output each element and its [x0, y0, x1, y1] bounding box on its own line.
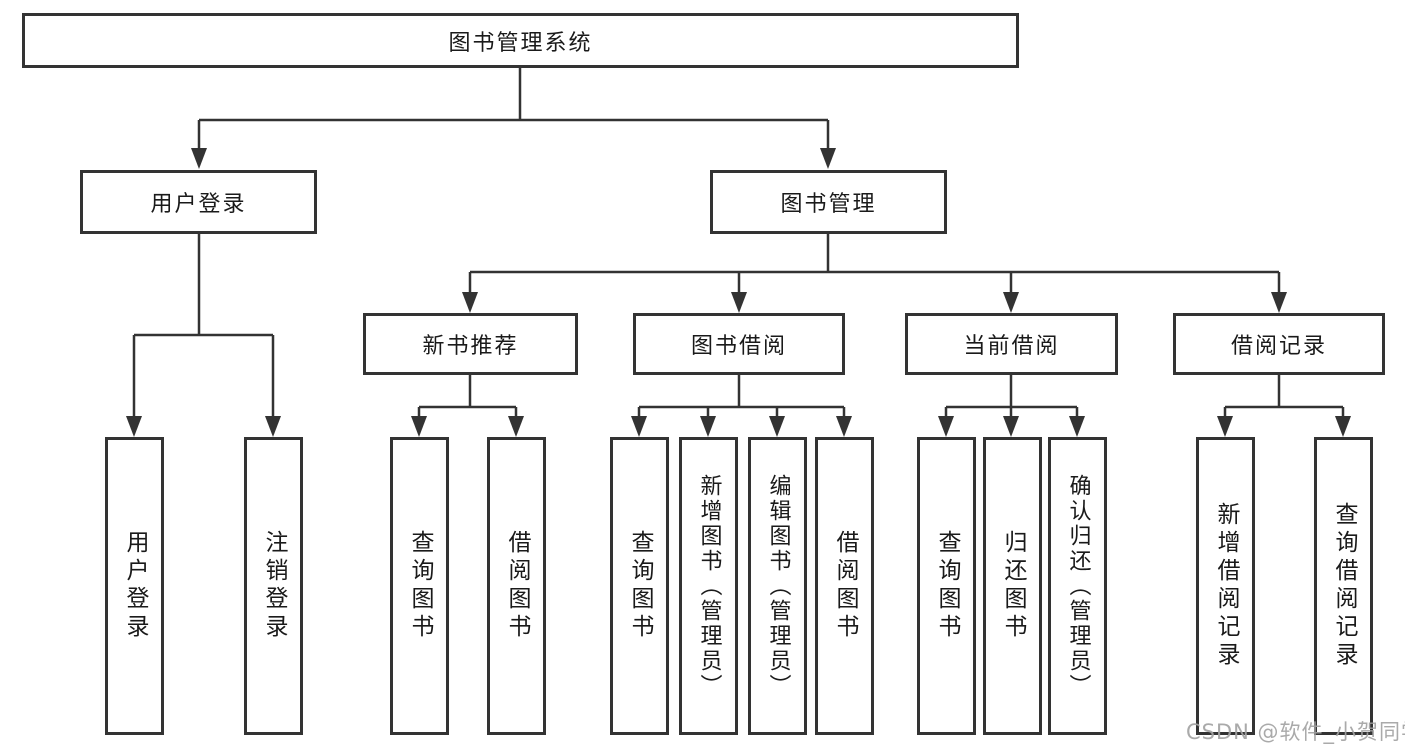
leaf-label: 查询图书 [934, 530, 960, 642]
leaf-query-books-current: 查询图书 [917, 437, 976, 735]
leaf-label: 确认归还（管理员） [1065, 473, 1091, 699]
node-user-login: 用户登录 [80, 170, 317, 234]
node-book-borrowing: 图书借阅 [633, 313, 845, 375]
node-label: 借阅记录 [1230, 334, 1327, 359]
leaf-label: 用户登录 [122, 530, 148, 642]
leaf-label: 编辑图书（管理员） [765, 473, 791, 699]
leaf-return-books: 归还图书 [983, 437, 1042, 735]
leaf-label: 借阅图书 [504, 530, 530, 642]
leaf-user-login: 用户登录 [105, 437, 164, 735]
arrowheads [126, 148, 1351, 437]
node-new-book-recommendation: 新书推荐 [363, 313, 578, 375]
leaf-borrow-books-recommend: 借阅图书 [487, 437, 546, 735]
leaf-add-borrow-record: 新增借阅记录 [1196, 437, 1255, 735]
csdn-watermark: CSDN @软件_小贺同学 [1186, 720, 1405, 744]
leaf-query-borrow-record: 查询借阅记录 [1314, 437, 1373, 735]
leaf-label: 查询图书 [407, 530, 433, 642]
leaf-confirm-return-admin: 确认归还（管理员） [1048, 437, 1107, 735]
node-label: 当前借阅 [963, 334, 1060, 359]
leaf-borrow-books-borrowing: 借阅图书 [815, 437, 874, 735]
node-label: 新书推荐 [422, 334, 519, 359]
leaf-label: 注销登录 [261, 530, 287, 642]
leaf-label: 新增图书（管理员） [696, 473, 722, 699]
node-current-borrowing: 当前借阅 [905, 313, 1118, 375]
leaf-label: 新增借阅记录 [1213, 502, 1239, 670]
leaf-logout: 注销登录 [244, 437, 303, 735]
leaf-label: 借阅图书 [832, 530, 858, 642]
leaf-query-books-borrowing: 查询图书 [610, 437, 669, 735]
node-label: 图书管理 [780, 192, 877, 217]
leaf-query-books-recommend: 查询图书 [390, 437, 449, 735]
node-label: 图书管理系统 [448, 30, 593, 56]
node-library-management-system: 图书管理系统 [22, 13, 1019, 68]
leaf-label: 归还图书 [1000, 530, 1026, 642]
leaf-label: 查询图书 [627, 530, 653, 642]
node-label: 用户登录 [150, 192, 247, 217]
leaf-add-book-admin: 新增图书（管理员） [679, 437, 738, 735]
node-borrowing-records: 借阅记录 [1173, 313, 1385, 375]
connector-paths [132, 68, 1345, 418]
leaf-label: 查询借阅记录 [1331, 502, 1357, 670]
node-label: 图书借阅 [690, 334, 787, 359]
node-book-management: 图书管理 [710, 170, 947, 234]
leaf-edit-book-admin: 编辑图书（管理员） [748, 437, 807, 735]
